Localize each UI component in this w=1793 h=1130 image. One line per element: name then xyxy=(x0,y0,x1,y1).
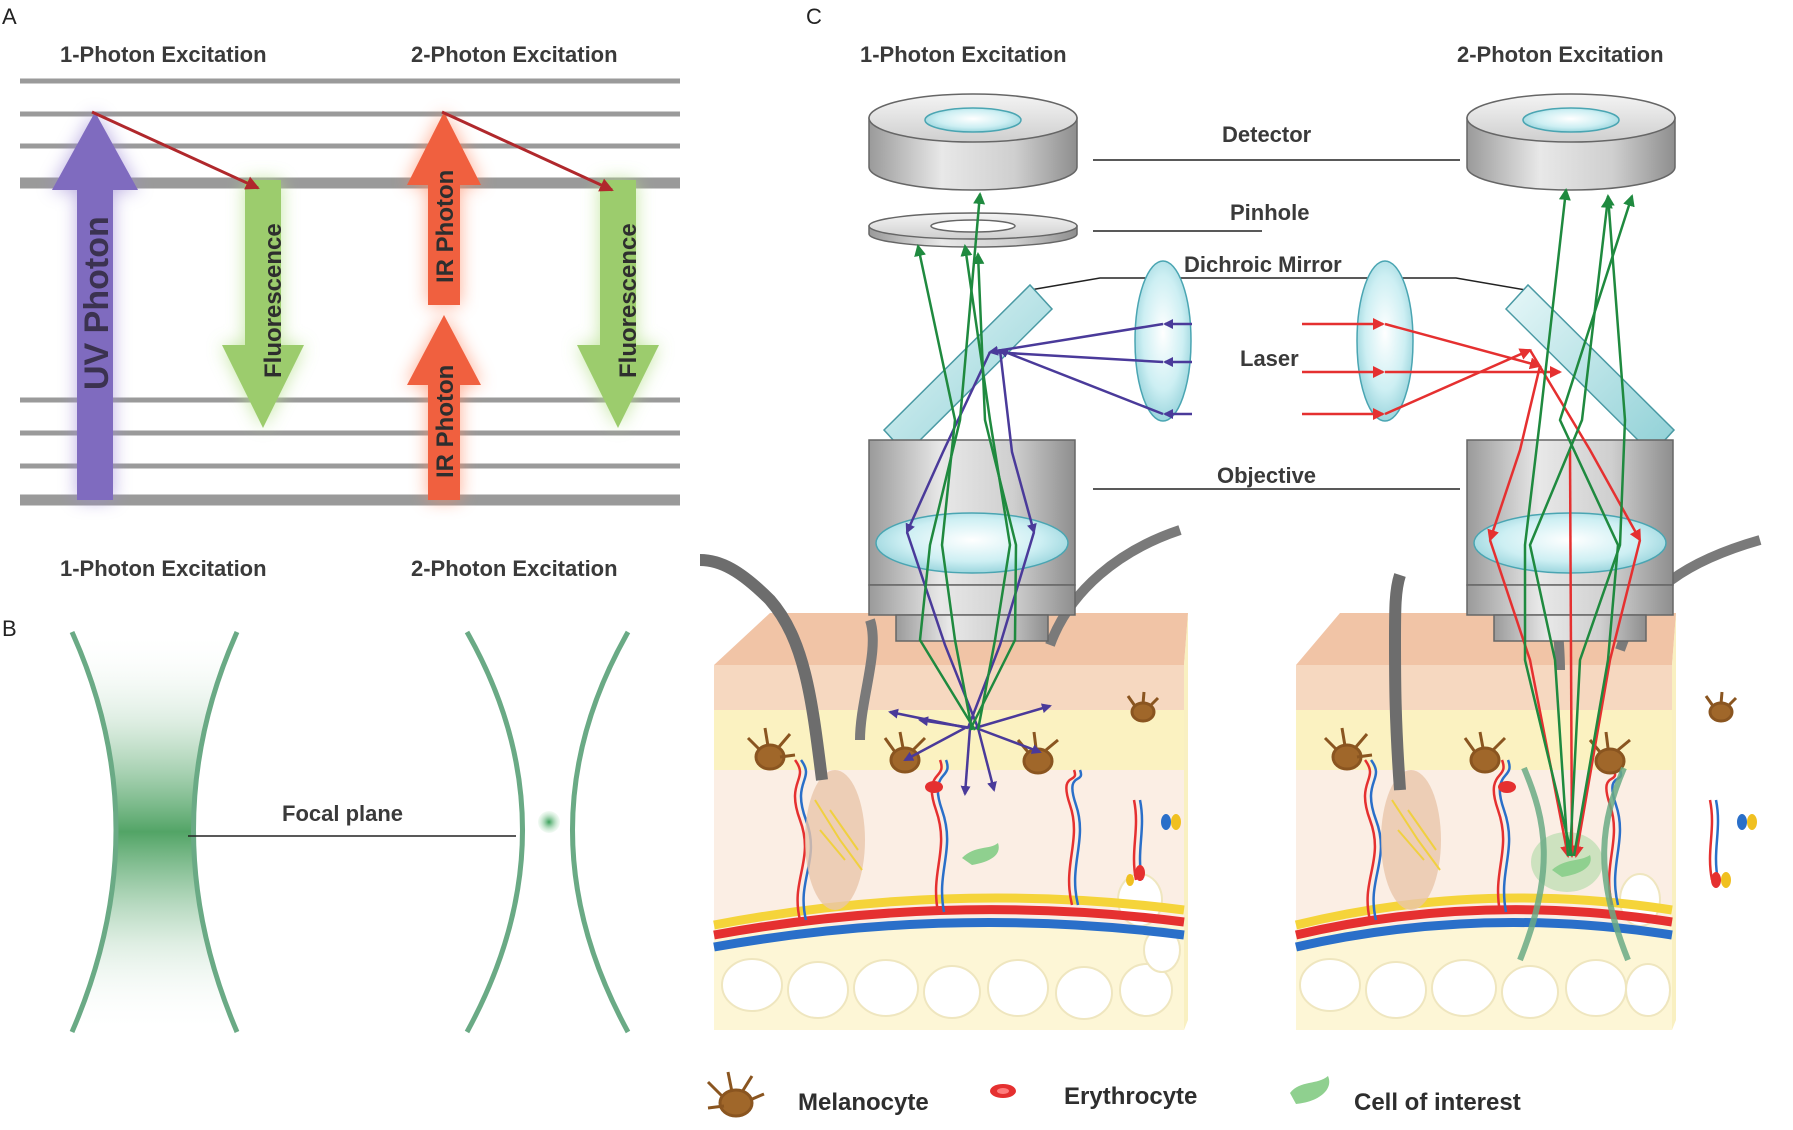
excitation-light-two-photon xyxy=(1302,318,1642,858)
pinhole-label: Pinhole xyxy=(1230,200,1309,225)
skin-tissue-two-photon xyxy=(1294,535,1762,1030)
panel-a: A 1-Photon Excitation 2-Photon Excitatio… xyxy=(2,4,680,506)
laser-label: Laser xyxy=(1240,346,1299,371)
relaxation-arrow-left xyxy=(91,110,260,190)
dichroic-mirror-leader-line xyxy=(1029,277,1527,291)
pinhole-one-photon xyxy=(868,212,1078,248)
objective-one-photon xyxy=(868,439,1076,642)
dichroic-mirror-one-photon xyxy=(882,283,1054,456)
ir-photon-upper-label: IR Photon xyxy=(432,170,459,283)
erythrocyte-icon xyxy=(990,1084,1016,1098)
emission-light-two-photon xyxy=(1523,188,1635,857)
panel-c: C 1-Photon Excitation 2-Photon Excitatio… xyxy=(699,4,1762,1030)
legend-item-cell-of-interest: Cell of interest xyxy=(1290,1076,1521,1116)
dichroic-mirror-two-photon xyxy=(1504,283,1676,456)
ir-photon-arrow-lower: IR Photon xyxy=(407,315,481,500)
legend-cell-of-interest-label: Cell of interest xyxy=(1354,1089,1521,1116)
detector-label: Detector xyxy=(1222,122,1312,147)
two-photon-focal-spot xyxy=(538,811,560,833)
one-photon-microscope xyxy=(868,93,1192,796)
legend-erythrocyte-label: Erythrocyte xyxy=(1064,1083,1197,1110)
panel-c-two-photon-title: 2-Photon Excitation xyxy=(1457,42,1664,67)
laser-lens-two-photon xyxy=(1356,260,1414,422)
panel-b: 1-Photon Excitation 2-Photon Excitation … xyxy=(2,556,631,1034)
legend-melanocyte-label: Melanocyte xyxy=(798,1089,929,1116)
uv-photon-label: UV Photon xyxy=(78,216,116,390)
excitation-light-one-photon xyxy=(888,319,1192,796)
dichroic-mirror-label: Dichroic Mirror xyxy=(1184,252,1342,277)
panel-a-letter: A xyxy=(2,4,17,29)
detector-two-photon xyxy=(1466,93,1676,191)
emission-light-one-photon xyxy=(914,192,1018,731)
legend-item-erythrocyte: Erythrocyte xyxy=(990,1083,1197,1110)
objective-label: Objective xyxy=(1217,463,1316,488)
panel-c-letter: C xyxy=(806,4,822,29)
fluorescence-arrow-left: Fluorescence xyxy=(222,180,304,428)
ir-photon-lower-label: IR Photon xyxy=(432,365,459,478)
detector-one-photon xyxy=(868,93,1078,191)
ir-photon-arrow-upper: IR Photon xyxy=(407,112,481,305)
uv-photon-arrow: UV Photon xyxy=(52,112,138,500)
panel-b-two-photon-title: 2-Photon Excitation xyxy=(411,556,618,581)
laser-lens-one-photon xyxy=(1134,260,1192,422)
panel-b-letter: B xyxy=(2,616,17,641)
cell-of-interest-icon xyxy=(1290,1076,1330,1104)
legend: Melanocyte Erythrocyte Cell of interest xyxy=(706,1071,1521,1118)
skin-tissue-one-photon xyxy=(699,525,1188,1030)
energy-levels xyxy=(20,78,680,506)
fluorescence-right-label: Fluorescence xyxy=(615,223,642,378)
melanocyte-icon xyxy=(706,1071,765,1118)
panel-a-one-photon-title: 1-Photon Excitation xyxy=(60,42,267,67)
fluorescence-arrow-right: Fluorescence xyxy=(577,180,659,428)
relaxation-arrow-right xyxy=(441,110,614,192)
panel-c-one-photon-title: 1-Photon Excitation xyxy=(860,42,1067,67)
one-photon-beam xyxy=(69,630,240,1033)
panel-b-one-photon-title: 1-Photon Excitation xyxy=(60,556,267,581)
focal-plane-label: Focal plane xyxy=(282,801,403,826)
two-photon-microscope xyxy=(1302,93,1676,858)
legend-item-melanocyte: Melanocyte xyxy=(706,1071,929,1118)
panel-a-two-photon-title: 2-Photon Excitation xyxy=(411,42,618,67)
two-photon-beam xyxy=(464,630,631,1034)
fluorescence-left-label: Fluorescence xyxy=(260,223,287,378)
